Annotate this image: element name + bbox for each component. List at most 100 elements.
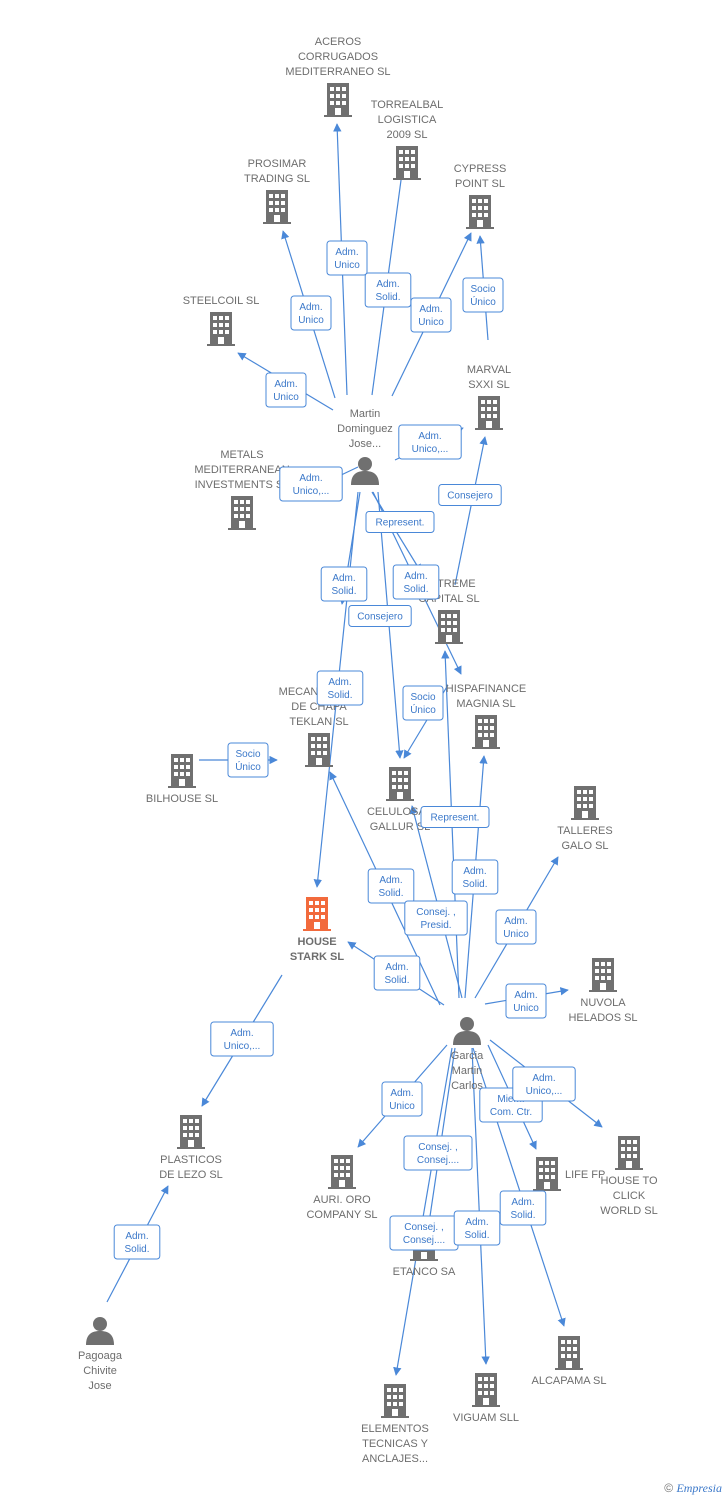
person-icon (453, 1017, 481, 1045)
edge-label-e22[interactable]: Adm.Solid. (373, 955, 421, 991)
node-label: AURI. ORO (313, 1194, 371, 1206)
edge-label-text: Socio (470, 284, 495, 295)
edge-label-e9[interactable]: Consejero (438, 484, 502, 506)
node-etanco[interactable]: ETANCO SA (393, 1227, 456, 1278)
node-label: NUVOLA (580, 997, 626, 1009)
node-label: TEKLAN SL (289, 716, 348, 728)
node-label: SXXI SL (468, 379, 510, 391)
edge-label-e29[interactable]: Adm.Solid. (499, 1190, 547, 1226)
node-label: Chivite (83, 1365, 117, 1377)
node-label: TALLERES (557, 825, 612, 837)
edge-label-e30[interactable]: Consej. ,Consej.... (389, 1215, 459, 1251)
footer-brand[interactable]: © Empresia (664, 1481, 722, 1496)
company-building-icon (207, 312, 235, 346)
edge-label-box (392, 564, 440, 600)
edge-label-box (438, 484, 502, 506)
edge-label-e10[interactable]: Represent. (365, 511, 435, 533)
edge-label-e11[interactable]: Adm.Solid. (320, 566, 368, 602)
edge-label-e18[interactable]: Adm.Solid. (367, 868, 415, 904)
company-building-icon (472, 1373, 500, 1407)
edge-label-e20[interactable]: Consej. ,Presid. (404, 900, 468, 936)
edge-label-e21[interactable]: Adm.Unico (495, 909, 537, 945)
edge-label-box (227, 742, 269, 778)
company-building-icon (305, 733, 333, 767)
edge-label-text: Unico (418, 317, 444, 328)
edge-label-e13[interactable]: Consejero (348, 605, 412, 627)
edge-label-text: Adm. (274, 379, 297, 390)
edge-label-e8[interactable]: Adm.Unico,... (279, 466, 343, 502)
edge-label-text: Represent. (431, 813, 480, 824)
node-martin[interactable]: MartinDominguezJose... (337, 408, 393, 485)
node-label: Jose... (349, 438, 381, 450)
edge-label-text: Consej.... (417, 1155, 459, 1166)
node-lifefp[interactable]: LIFE FP (533, 1157, 605, 1191)
edge-label-e25[interactable]: Adm.Unico (381, 1081, 423, 1117)
edge-label-e31[interactable]: Adm.Solid. (453, 1210, 501, 1246)
edge-label-text: Solid. (384, 975, 409, 986)
node-auri[interactable]: AURI. ORO COMPANY SL (306, 1155, 378, 1221)
edge-label-e24[interactable]: Adm.Unico,... (210, 1021, 274, 1057)
edge-label-e6[interactable]: Adm. Unico (265, 372, 307, 408)
edge-label-text: Unico,... (526, 1086, 563, 1097)
edge-label-e27[interactable]: Adm.Unico,... (512, 1066, 576, 1102)
edge-label-e14[interactable]: Adm.Solid. (316, 670, 364, 706)
edge-label-text: Solid. (403, 584, 428, 595)
node-bilhouse[interactable]: BILHOUSE SL (146, 754, 218, 805)
node-steelcoil[interactable]: STEELCOIL SL (183, 295, 260, 346)
copyright-icon: © (664, 1481, 674, 1495)
edge-label-e4[interactable]: Adm.Unico (410, 297, 452, 333)
edge-label-text: Adm. (463, 866, 486, 877)
node-viguam[interactable]: VIGUAM SLL (453, 1373, 519, 1424)
edge-label-e12[interactable]: Adm.Solid. (392, 564, 440, 600)
edge-label-text: Socio (235, 749, 260, 760)
edge-label-e28[interactable]: Consej. ,Consej.... (403, 1135, 473, 1171)
company-building-icon (555, 1336, 583, 1370)
company-building-icon (435, 610, 463, 644)
node-label: MAGNIA SL (456, 698, 515, 710)
node-marval[interactable]: MARVAL SXXI SL (467, 364, 511, 430)
node-label: Martin (452, 1065, 483, 1077)
edge-label-e7[interactable]: Adm.Unico,... (398, 424, 462, 460)
edge-label-e1[interactable]: Adm.Unico (326, 240, 368, 276)
edge-label-text: Adm. (230, 1028, 253, 1039)
node-alcapama[interactable]: ALCAPAMA SL (532, 1336, 607, 1387)
edge-label-text: Adm. (299, 302, 322, 313)
edge-label-e17[interactable]: Represent. (420, 806, 490, 828)
edge-label-text: Solid. (510, 1210, 535, 1221)
node-label: MARVAL (467, 364, 511, 376)
node-label: COMPANY SL (306, 1209, 377, 1221)
edge-label-e2[interactable]: Adm.Solid. (364, 272, 412, 308)
edge-label-text: Solid. (331, 586, 356, 597)
edge-label-text: Presid. (420, 920, 451, 931)
edge-label-box (420, 806, 490, 828)
node-label: 2009 SL (387, 129, 428, 141)
edge-label-text: Adm. (390, 1088, 413, 1099)
node-label: ELEMENTOS (361, 1423, 429, 1435)
edge-label-text: Unico (273, 392, 299, 403)
edge-label-text: Solid. (375, 292, 400, 303)
edge-label-e3[interactable]: Adm.Unico (290, 295, 332, 331)
node-label: HOUSE (297, 936, 336, 948)
edge-label-e19[interactable]: Adm.Solid. (451, 859, 499, 895)
edge-label-e23[interactable]: Adm.Unico (505, 983, 547, 1019)
edge-label-box (381, 1081, 423, 1117)
edge-label-e32[interactable]: Adm.Solid. (113, 1224, 161, 1260)
